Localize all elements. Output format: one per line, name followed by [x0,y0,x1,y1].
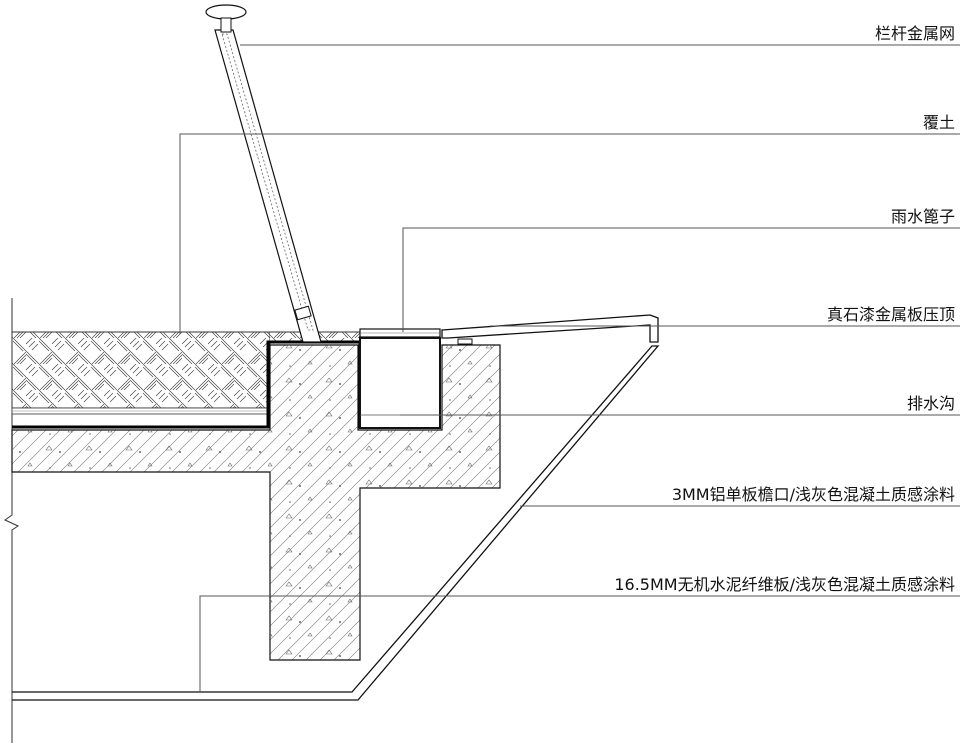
drainage-channel [359,337,441,429]
label-soil-cover: 覆土 [923,113,955,132]
label-coping: 真石漆金属板压顶 [827,305,955,324]
label-eave: 3MM铝单板檐口/浅灰色混凝土质感涂料 [672,485,955,504]
label-railing-mesh: 栏杆金属网 [875,24,955,43]
left-break-line [4,298,20,743]
rain-grate [359,328,441,338]
leader-lines [179,44,960,692]
eave-cladding [12,345,660,701]
metal-coping [441,314,659,345]
label-drain-channel: 排水沟 [907,394,955,413]
drainage-membrane [11,407,271,415]
label-soffit: 16.5MM无机水泥纤维板/浅灰色混凝土质感涂料 [614,575,955,594]
railing-post [205,4,322,343]
label-rain-grate: 雨水篦子 [891,207,955,226]
